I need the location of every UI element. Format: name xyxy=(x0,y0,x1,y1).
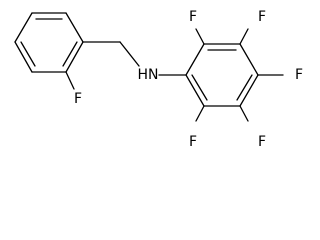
fluorobenzyl-ring xyxy=(14,12,84,73)
atom-label-nh: HN xyxy=(138,67,159,83)
bond xyxy=(65,12,84,43)
bond xyxy=(239,28,249,45)
bond xyxy=(14,12,33,43)
bond xyxy=(20,41,36,67)
atom-label-fluorine: F xyxy=(74,91,82,107)
bond xyxy=(65,41,84,73)
bond xyxy=(185,43,205,76)
structure-diagram: F HN F F F F F xyxy=(14,9,303,150)
bond xyxy=(239,74,259,107)
atom-label-fluorine: F xyxy=(258,9,266,25)
atom-label-fluorine: F xyxy=(295,67,303,83)
bond xyxy=(195,28,205,45)
bond xyxy=(195,105,205,122)
atom-label-fluorine: F xyxy=(258,134,266,150)
bond xyxy=(14,41,33,73)
atom-label-fluorine: F xyxy=(189,134,197,150)
bond xyxy=(191,74,208,101)
bond xyxy=(239,105,249,122)
bond xyxy=(65,71,75,90)
atom-label-fluorine: F xyxy=(189,9,197,25)
bond xyxy=(119,41,140,67)
pentafluorophenyl-ring xyxy=(185,43,259,107)
bond xyxy=(236,74,253,101)
bond xyxy=(185,74,205,107)
bond xyxy=(62,41,78,67)
bond xyxy=(239,43,259,76)
